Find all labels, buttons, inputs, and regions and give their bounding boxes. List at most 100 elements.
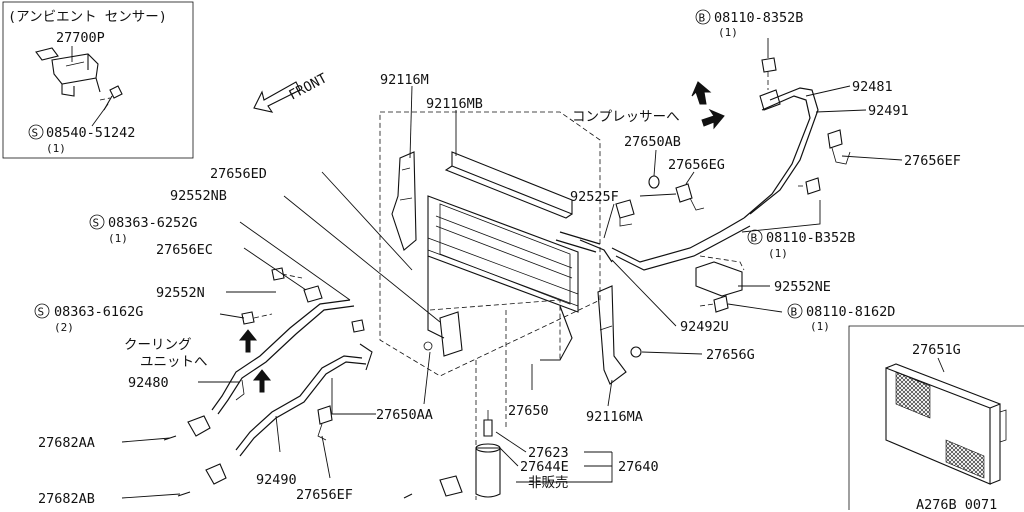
b-mark-text: B	[791, 306, 798, 319]
s-mark-text: S	[93, 217, 100, 230]
bolt-08363-6252G-part	[271, 267, 303, 281]
label-92480: 92480	[128, 375, 169, 391]
label-08110-8162D: 08110-8162D	[806, 304, 895, 320]
label-27682AA: 27682AA	[38, 435, 95, 451]
ambient-sensor-part	[35, 47, 101, 97]
ambient-sensor-inset: (アンビエント センサー) 27700P S 08540-51242 (1)	[2, 1, 194, 159]
clip-27656EF-bottom-part	[317, 405, 333, 441]
figure-code: A276B 0071	[916, 497, 997, 512]
receiver-drier-27640-part	[403, 310, 507, 500]
front-label: FRONT	[286, 70, 329, 103]
label-92116M: 92116M	[380, 72, 429, 88]
condenser-core-part	[885, 363, 1007, 485]
s-mark-text: S	[38, 306, 45, 319]
bolt-08363-6162G-part	[241, 311, 273, 325]
label-27656ED: 27656ED	[210, 166, 267, 182]
label-27656G: 27656G	[706, 347, 755, 363]
b-mark-icon	[747, 229, 763, 245]
label-27650AB: 27650AB	[624, 134, 681, 150]
qty-08363-6162G: (2)	[54, 321, 74, 334]
label-27651G: 27651G	[912, 342, 961, 358]
leader-lines	[121, 38, 903, 499]
up-arrow-icon	[691, 81, 712, 105]
label-92491: 92491	[868, 103, 909, 119]
right-arrow-icon	[701, 108, 725, 130]
label-27656EG: 27656EG	[668, 157, 725, 173]
bolt-08110-8162D-part	[699, 295, 729, 313]
qty-08540-51242: (1)	[46, 142, 66, 155]
seal-92116MB-part	[444, 151, 573, 219]
label-92116MB: 92116MB	[426, 96, 483, 112]
seal-92116M-part	[391, 151, 417, 251]
label-92552NE: 92552NE	[774, 279, 831, 295]
qty-08110-B352B: (1)	[768, 247, 788, 260]
label-92481: 92481	[852, 79, 893, 95]
label-08540-51242: 08540-51242	[46, 125, 135, 141]
label-92552NB: 92552NB	[170, 188, 227, 204]
pipe-92491-part	[555, 217, 751, 271]
bracket-27682AA-part	[163, 415, 211, 441]
label-92490: 92490	[256, 472, 297, 488]
s-mark-icon	[89, 214, 105, 230]
b-mark-text: B	[699, 12, 706, 25]
up-arrow-icon	[252, 369, 272, 393]
front-arrow-icon	[253, 81, 301, 113]
note-cooling-unit-2: ユニットへ	[140, 354, 208, 370]
pipe-92492U-part	[579, 239, 613, 263]
s-mark-icon	[28, 124, 44, 140]
clip-27656EF-top-part	[827, 129, 851, 165]
note-not-for-sale: 非販売	[528, 475, 569, 491]
label-08110-8352B: 08110-8352B	[714, 10, 803, 26]
s-mark-text: S	[32, 127, 39, 140]
b-mark-icon	[787, 303, 803, 319]
label-27682AB: 27682AB	[38, 491, 95, 507]
cooling-unit-arrows	[238, 329, 272, 393]
condenser-inset: 27651G A276B 0071	[848, 325, 1024, 512]
seal-92116MA-part	[597, 285, 627, 385]
sensor-screw	[99, 85, 123, 111]
label-92552N: 92552N	[156, 285, 205, 301]
label-27650: 27650	[508, 403, 549, 419]
pipe-92480-part	[211, 299, 355, 415]
label-27623: 27623	[528, 445, 569, 461]
part-labels: 92116M 92116MB 27656ED 92552NB S 08363-6…	[34, 9, 961, 507]
label-27700P: 27700P	[56, 30, 105, 46]
label-08110-B352B: 08110-B352B	[766, 230, 855, 246]
label-27650AA: 27650AA	[376, 407, 433, 423]
condenser-assembly-outline	[379, 111, 601, 377]
label-92116MA: 92116MA	[586, 409, 643, 425]
label-27656EF-top: 27656EF	[904, 153, 961, 169]
pipe-92481-part	[743, 87, 819, 219]
label-27656EC: 27656EC	[156, 242, 213, 258]
bolt-08110-B352B-part	[798, 177, 821, 195]
label-92525F: 92525F	[570, 189, 619, 205]
sensor-inset-frame	[2, 1, 194, 159]
label-92492U: 92492U	[680, 319, 729, 335]
clip-27656EC-part	[303, 285, 323, 303]
qty-08110-8162D: (1)	[810, 320, 830, 333]
bracket-27682AB-part	[177, 463, 227, 497]
pipe-92490-part	[235, 343, 373, 457]
bracket-92552NE-part	[695, 255, 745, 297]
qty-08363-6252G: (1)	[108, 232, 128, 245]
sensor-inset-title: (アンビエント センサー)	[8, 9, 167, 25]
bolt-small-part	[351, 319, 365, 333]
clip-27656EG-part	[675, 183, 705, 211]
clamp-92525F-part	[615, 199, 635, 227]
note-compressor: コンプレッサーへ	[572, 109, 680, 125]
qty-08110-8352B: (1)	[718, 26, 738, 39]
label-08363-6162G: 08363-6162G	[54, 304, 143, 320]
bolt-08110-8352B-part	[759, 57, 781, 111]
clip-27656G-part	[630, 346, 642, 358]
compressor-arrows	[691, 81, 725, 130]
note-cooling-unit-1: クーリング	[124, 337, 192, 353]
s-mark-icon	[34, 303, 50, 319]
condenser-27650-part	[427, 195, 579, 361]
condenser-inset-frame	[848, 325, 1024, 510]
label-27656EF-bottom: 27656EF	[296, 487, 353, 503]
oring-27650AB-part	[648, 175, 660, 189]
b-mark-icon	[695, 9, 711, 25]
label-27644E: 27644E	[520, 459, 569, 475]
label-08363-6252G: 08363-6252G	[108, 215, 197, 231]
